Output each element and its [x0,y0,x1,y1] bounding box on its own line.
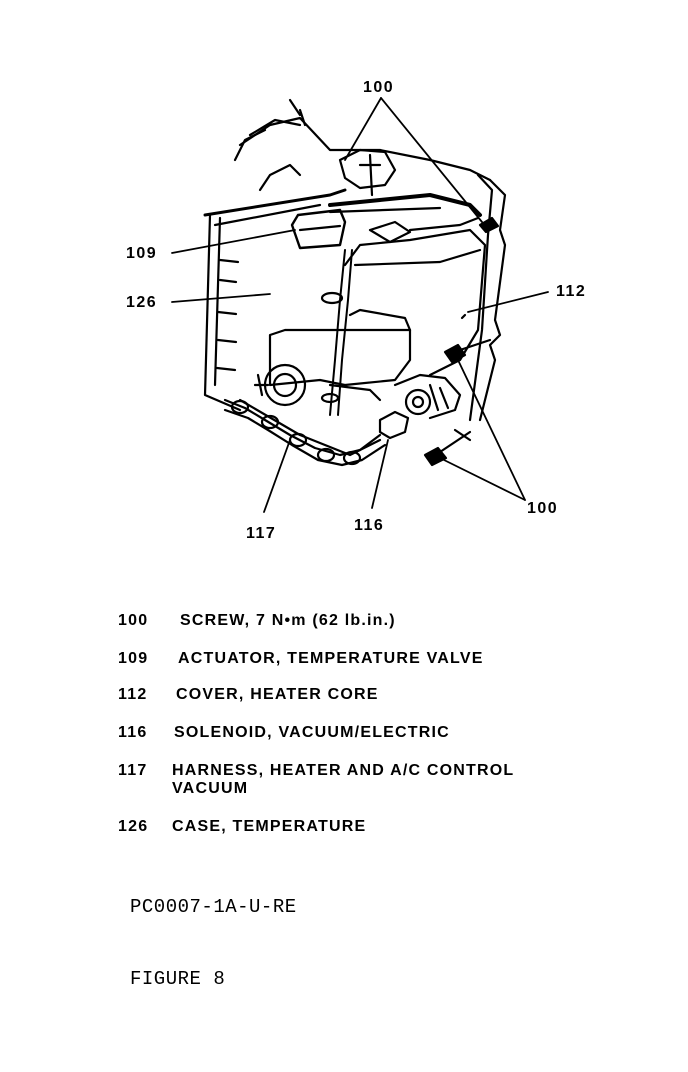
vacuum-electric-solenoid [378,373,462,440]
legend-number: 116 [118,724,148,741]
callout-112: 112 [556,283,587,300]
callout-116: 116 [354,517,385,534]
callout-109: 109 [126,245,158,262]
temperature-case-outline [203,98,507,457]
leader-lines [171,97,549,513]
legend-description: SOLENOID, VACUUM/ELECTRIC [174,724,450,741]
temperature-valve-actuator [290,148,482,250]
legend-number: 126 [118,818,149,835]
vacuum-harness [223,249,387,467]
legend-description: ACTUATOR, TEMPERATURE VALVE [178,650,484,667]
legend-description: CASE, TEMPERATURE [172,818,367,835]
legend-number: 100 [118,612,149,629]
legend-description: HARNESS, HEATER AND A/C CONTROL VACUUM [172,762,515,797]
legend-description: COVER, HEATER CORE [176,686,379,703]
callout-100-top: 100 [363,79,395,96]
legend-number: 112 [118,686,148,703]
screw-icons [423,216,500,467]
callout-100-bottom: 100 [527,500,559,517]
callout-126: 126 [126,294,158,311]
figure-label: FIGURE 8 [130,968,226,990]
legend-number: 109 [118,650,149,667]
callout-117: 117 [246,525,277,542]
legend-number: 117 [118,762,148,779]
valve-body [253,308,412,407]
legend-description: SCREW, 7 N•m (62 lb.in.) [180,612,396,629]
document-code: PC0007-1A-U-RE [130,896,297,918]
heater-case-illustration [171,97,549,513]
